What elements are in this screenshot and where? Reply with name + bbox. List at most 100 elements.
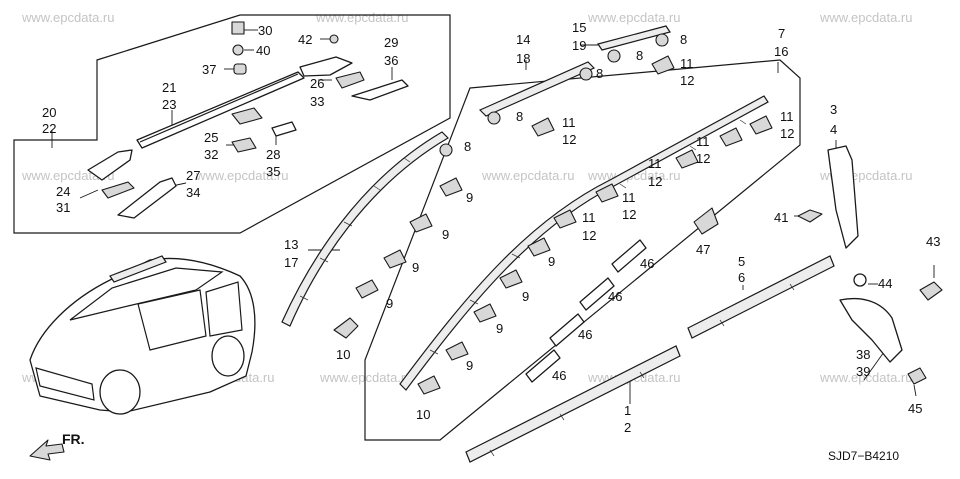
callout-34: 34 [186, 185, 200, 200]
roof-rail-end-cap-rear [299, 56, 353, 77]
pillar-garnish-3 [827, 145, 859, 249]
callout-18: 18 [516, 51, 530, 66]
callout-12: 12 [696, 151, 710, 166]
callout-9: 9 [386, 296, 393, 311]
callout-6: 6 [738, 270, 745, 285]
callout-8: 8 [464, 139, 471, 154]
clip-8-a [439, 143, 453, 157]
clip-47 [693, 207, 719, 235]
clip-46-c [549, 313, 585, 347]
end-cap-clip [335, 71, 365, 89]
callout-9: 9 [466, 190, 473, 205]
clip-8-e [655, 33, 669, 47]
callout-8: 8 [516, 109, 523, 124]
clip-11-d [595, 183, 619, 203]
callout-12: 12 [582, 228, 596, 243]
callout-8: 8 [596, 66, 603, 81]
clip-9-d [439, 177, 463, 197]
screw-40 [232, 44, 244, 56]
nut-42 [329, 34, 339, 44]
windshield-molding-assembly [281, 131, 463, 339]
clip-11-b [651, 55, 675, 75]
callout-41: 41 [774, 210, 788, 225]
upper-molding-15 [597, 25, 671, 51]
roof-rail-assembly [87, 21, 409, 219]
callout-16: 16 [774, 44, 788, 59]
callout-22: 22 [42, 121, 56, 136]
callout-31: 31 [56, 200, 70, 215]
callout-14: 14 [516, 32, 530, 47]
front-end-cover-27 [117, 177, 177, 219]
clip-11-g [749, 115, 773, 135]
callout-47: 47 [696, 242, 710, 257]
front-rail-pad [101, 181, 135, 199]
clip-11-e [675, 149, 699, 169]
callout-32: 32 [204, 147, 218, 162]
callout-39: 39 [856, 364, 870, 379]
callout-19: 19 [572, 38, 586, 53]
direction-label: FR. [62, 431, 85, 447]
callout-46: 46 [608, 289, 622, 304]
diagram-code: SJD7−B4210 [828, 449, 899, 463]
callout-26: 26 [310, 76, 324, 91]
callout-11: 11 [622, 190, 636, 205]
clip-45 [907, 367, 927, 385]
clip-46-d [525, 349, 561, 383]
bolt-43 [919, 281, 943, 301]
callout-8: 8 [680, 32, 687, 47]
rear-door-molding-5 [687, 255, 835, 339]
callout-45: 45 [908, 401, 922, 416]
callout-42: 42 [298, 32, 312, 47]
clip-9-h [527, 237, 551, 257]
callout-9: 9 [412, 260, 419, 275]
clip-37 [233, 63, 247, 75]
callout-24: 24 [56, 184, 70, 199]
watermark-text: www.epcdata.ru [481, 168, 575, 183]
clip-10-right [417, 375, 441, 395]
callout-30: 30 [258, 23, 272, 38]
clip-11-c [553, 209, 577, 229]
car-body [29, 257, 256, 413]
clip-46-b [579, 277, 615, 311]
end-cap-cover-29 [351, 79, 409, 101]
watermark-text: www.epcdata.ru [315, 10, 409, 25]
callout-11: 11 [562, 115, 576, 130]
callout-40: 40 [256, 43, 270, 58]
callout-23: 23 [162, 97, 176, 112]
callout-46: 46 [578, 327, 592, 342]
callout-29: 29 [384, 35, 398, 50]
callout-7: 7 [778, 26, 785, 41]
rail-bracket-25 [231, 107, 263, 125]
rail-spacer-28 [271, 121, 297, 137]
clip-10-left [333, 317, 359, 339]
callout-12: 12 [622, 207, 636, 222]
callout-27: 27 [186, 168, 200, 183]
callout-8: 8 [636, 48, 643, 63]
callout-12: 12 [780, 126, 794, 141]
car-front-wheel [99, 369, 141, 415]
clip-30 [231, 21, 245, 35]
clip-8-d [607, 49, 621, 63]
callout-37: 37 [202, 62, 216, 77]
roof-rail-group-box [13, 14, 451, 234]
callout-33: 33 [310, 94, 324, 109]
callout-28: 28 [266, 147, 280, 162]
callout-13: 13 [284, 237, 298, 252]
clip-8-c [579, 67, 593, 81]
callout-9: 9 [466, 358, 473, 373]
callout-46: 46 [552, 368, 566, 383]
callout-11: 11 [648, 156, 662, 171]
callout-11: 11 [680, 56, 694, 71]
door-moldings-assembly [399, 25, 773, 395]
screw-41 [797, 209, 823, 223]
clip-11-f [719, 127, 743, 147]
callout-15: 15 [572, 20, 586, 35]
callout-10: 10 [416, 407, 430, 422]
watermark-text: www.epcdata.ru [819, 10, 913, 25]
callout-10: 10 [336, 347, 350, 362]
clip-46-a [611, 239, 647, 273]
clip-9-f [473, 303, 497, 323]
clip-44 [853, 273, 867, 287]
